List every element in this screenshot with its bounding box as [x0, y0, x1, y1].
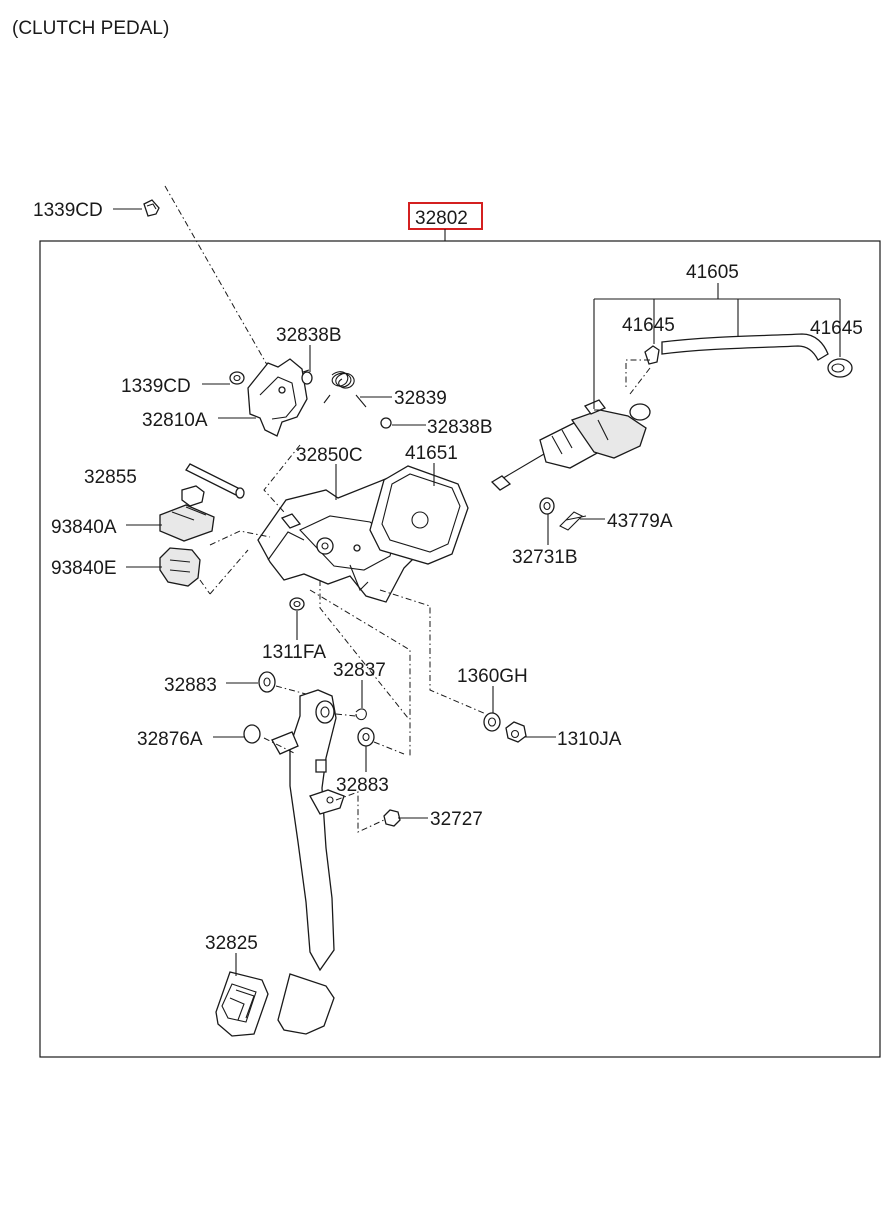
- label-32883-top[interactable]: 32883: [164, 675, 217, 696]
- part-1311FA-nut[interactable]: [289, 597, 305, 611]
- label-1339CD-top[interactable]: 1339CD: [33, 200, 103, 221]
- label-32838B-mid[interactable]: 32838B: [427, 417, 493, 438]
- leader-41605: [593, 283, 841, 409]
- part-bracket-bolt: [280, 513, 302, 529]
- assembly-frame: [39, 240, 881, 1058]
- part-1360GH-washer[interactable]: [483, 712, 501, 732]
- label-41645-right[interactable]: 41645: [810, 318, 863, 339]
- part-32810A-bracket[interactable]: [247, 358, 308, 437]
- label-32839[interactable]: 32839: [394, 388, 447, 409]
- label-32802: 32802: [415, 208, 468, 229]
- part-41645-left-clamp[interactable]: [644, 345, 660, 365]
- part-1339CD-top[interactable]: [143, 199, 160, 217]
- dashline-32837: [335, 713, 357, 717]
- label-43779A[interactable]: 43779A: [607, 511, 673, 532]
- part-master-cylinder[interactable]: [490, 399, 651, 491]
- dashline-hose: [594, 367, 651, 411]
- dashline-bracket-to-pedal: [319, 580, 409, 719]
- label-1311FA[interactable]: 1311FA: [262, 642, 326, 663]
- part-32727-nut[interactable]: [383, 809, 401, 827]
- label-32825[interactable]: 32825: [205, 933, 258, 954]
- label-93840A[interactable]: 93840A: [51, 517, 117, 538]
- label-32883-bot[interactable]: 32883: [336, 775, 389, 796]
- label-32810A[interactable]: 32810A: [142, 410, 208, 431]
- part-32883-top-bushing[interactable]: [258, 671, 276, 693]
- label-32837[interactable]: 32837: [333, 660, 386, 681]
- part-clutch-pedal-arm[interactable]: [271, 689, 345, 972]
- part-41651-plate[interactable]: [369, 465, 469, 565]
- label-41651[interactable]: 41651: [405, 443, 458, 464]
- dashline-93840E-b: [209, 549, 249, 595]
- dashline-32727: [335, 791, 385, 833]
- part-32825-pedal-pad[interactable]: [215, 971, 269, 1037]
- label-32727[interactable]: 32727: [430, 809, 483, 830]
- part-1310JA-nut[interactable]: [505, 721, 527, 743]
- part-pedal-foot-plate[interactable]: [277, 973, 335, 1035]
- part-32839-spring[interactable]: [323, 371, 367, 408]
- part-32855-pin[interactable]: [185, 463, 245, 499]
- diagram-title: (CLUTCH PEDAL): [12, 18, 169, 39]
- dashline-41645-left: [625, 359, 650, 390]
- part-32837-clip[interactable]: [355, 708, 367, 721]
- part-32838B-mid[interactable]: [380, 417, 392, 429]
- part-41605-hose[interactable]: [661, 333, 829, 361]
- label-1310JA[interactable]: 1310JA: [557, 729, 622, 750]
- part-93840E-switch[interactable]: [159, 547, 201, 587]
- dashline-bracket-a: [263, 444, 301, 513]
- label-1360GH[interactable]: 1360GH: [457, 666, 528, 687]
- dashline-93840E: [199, 579, 211, 595]
- label-32855[interactable]: 32855: [84, 467, 137, 488]
- label-32838B-top[interactable]: 32838B: [276, 325, 342, 346]
- label-32850C[interactable]: 32850C: [296, 445, 363, 466]
- dashline-32876A: [263, 737, 297, 755]
- part-32731B-washer[interactable]: [539, 497, 555, 515]
- dashline-32883-bot: [373, 741, 405, 755]
- part-32838B-top[interactable]: [301, 369, 313, 385]
- part-32876A-stopper[interactable]: [243, 724, 261, 744]
- label-1339CD-mid[interactable]: 1339CD: [121, 376, 191, 397]
- dashline-1339CD-top: [164, 185, 271, 371]
- part-1339CD-mid[interactable]: [229, 371, 245, 385]
- part-41645-right-clamp[interactable]: [827, 358, 853, 378]
- label-41605[interactable]: 41605: [686, 262, 739, 283]
- part-43779A-pin[interactable]: [559, 511, 587, 531]
- part-93840A-switch[interactable]: [159, 485, 215, 542]
- part-32883-bottom-bushing[interactable]: [357, 727, 375, 747]
- label-93840E[interactable]: 93840E: [51, 558, 117, 579]
- assembly-number-32802[interactable]: 32802: [408, 202, 483, 230]
- dashline-to-1360GH: [379, 589, 487, 715]
- dashline-32883-top: [275, 685, 307, 695]
- label-41645-left[interactable]: 41645: [622, 315, 675, 336]
- label-32731B[interactable]: 32731B: [512, 547, 578, 568]
- label-32876A[interactable]: 32876A: [137, 729, 203, 750]
